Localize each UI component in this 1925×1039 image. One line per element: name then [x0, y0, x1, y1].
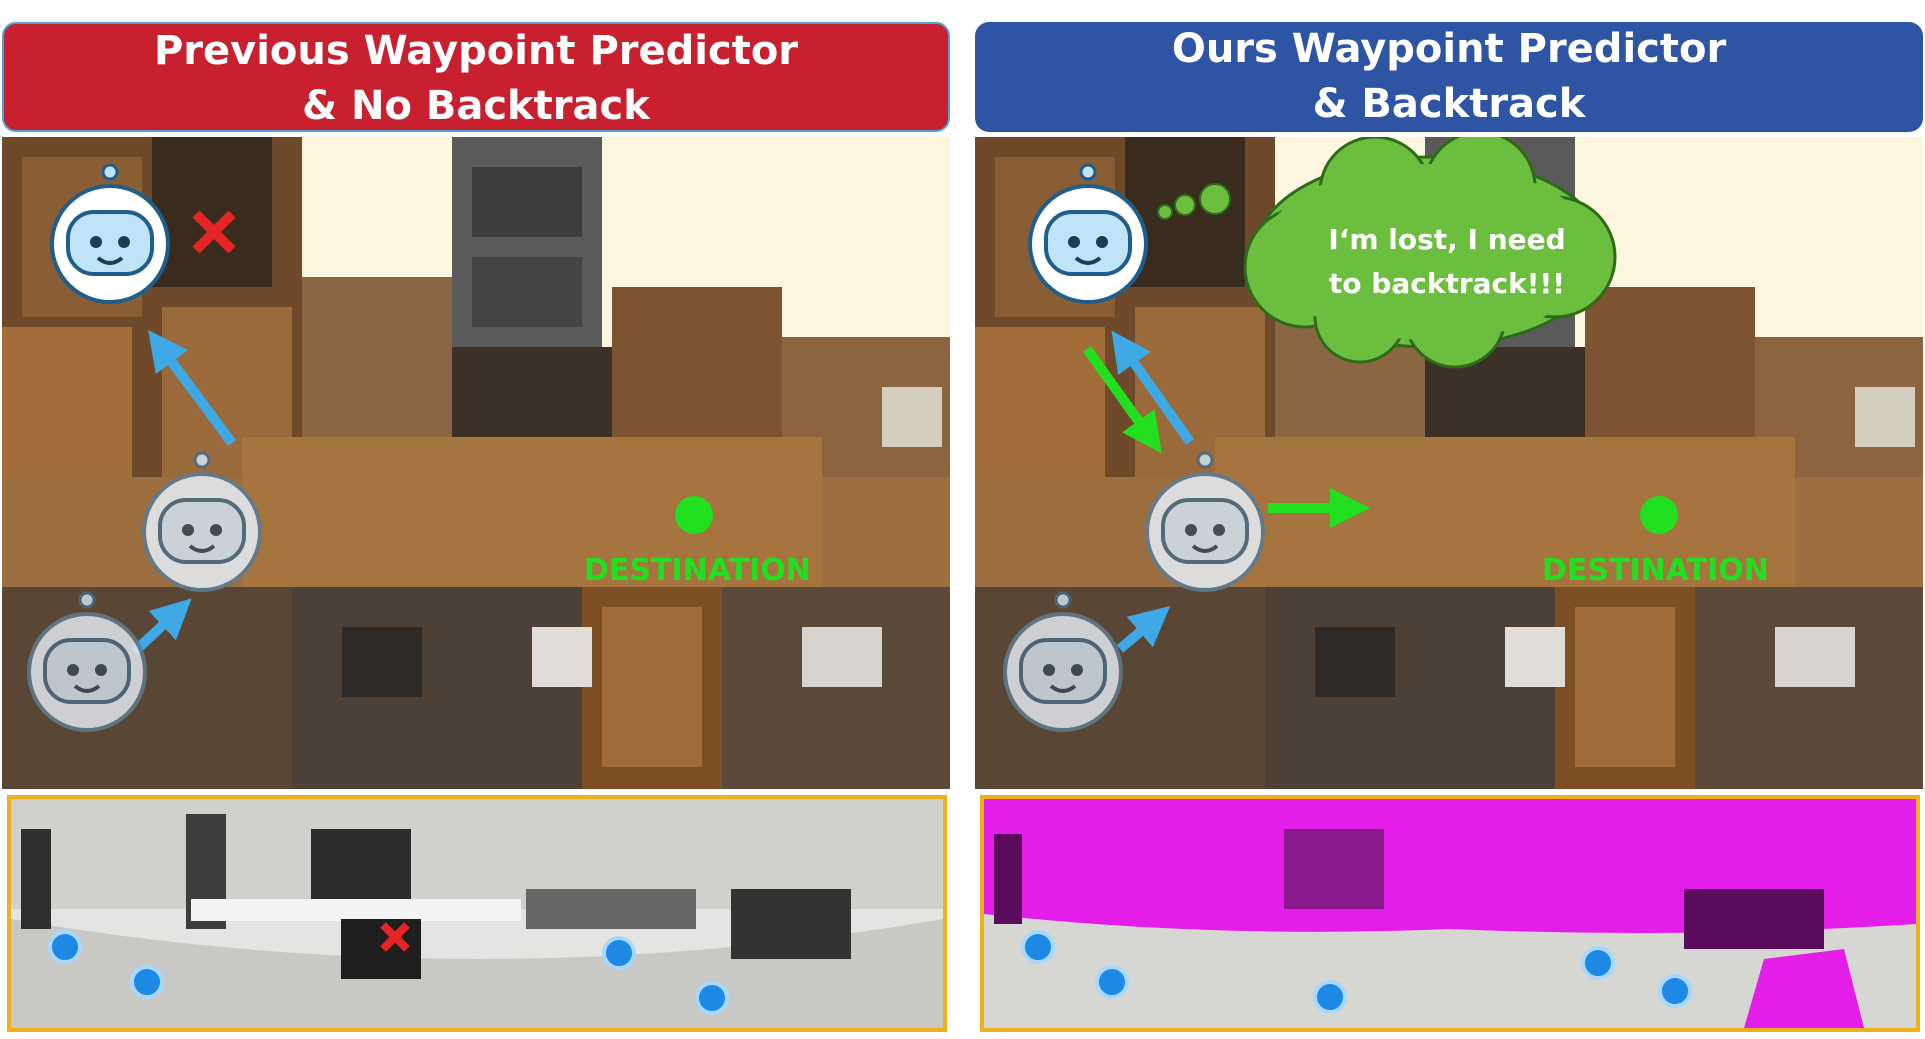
robot-avatar-icon — [27, 591, 147, 732]
forward-arrow-1 — [1116, 605, 1171, 653]
right-panorama-segmentation-view — [980, 795, 1920, 1032]
robot-avatar-icon — [142, 451, 262, 592]
destination-label: DESTINATION — [1542, 553, 1769, 588]
right-panel-title-line2: & Backtrack — [1312, 81, 1586, 127]
forward-arrow-2 — [148, 329, 237, 446]
waypoint-dot — [130, 965, 164, 999]
destination-label: DESTINATION — [584, 553, 811, 588]
waypoint-dot — [695, 981, 729, 1015]
thought-bubble-small — [1157, 204, 1173, 220]
waypoint-dot — [1021, 930, 1055, 964]
thought-text: I‘m lost, I need to backtrack!!! — [1277, 218, 1617, 306]
red-x-icon — [192, 210, 236, 254]
left-floorplan-map — [2, 137, 950, 789]
robot-avatar-icon — [1145, 451, 1265, 592]
right-panel-title-line1: Ours Waypoint Predictor — [1171, 26, 1727, 72]
forward-arrow-1 — [130, 598, 192, 656]
waypoint-dot — [1581, 946, 1615, 980]
waypoint-dot — [1658, 974, 1692, 1008]
robot-avatar-icon — [50, 163, 170, 304]
thought-cloud — [1243, 137, 1617, 369]
waypoint-dot — [602, 936, 636, 970]
right-floorplan-map — [975, 137, 1923, 789]
left-panel: Previous Waypoint Predictor & No Backtra… — [2, 0, 952, 1039]
thought-bubble-small — [1174, 194, 1196, 216]
backtrack-arrow — [1082, 346, 1162, 454]
destination-marker — [675, 496, 713, 534]
left-panel-title-line1: Previous Waypoint Predictor — [153, 28, 799, 74]
robot-avatar-icon — [1028, 163, 1148, 304]
destination-marker — [1640, 496, 1678, 534]
forward-arrow-2 — [1111, 330, 1195, 445]
left-panel-header: Previous Waypoint Predictor & No Backtra… — [2, 22, 950, 132]
right-panel-header: Ours Waypoint Predictor & Backtrack — [975, 22, 1923, 132]
red-x-icon — [380, 922, 410, 952]
robot-avatar-icon — [1003, 591, 1123, 732]
waypoint-dot — [1095, 965, 1129, 999]
floorplan — [2, 137, 950, 789]
thought-line2: to backtrack!!! — [1328, 267, 1566, 300]
left-panel-title-line2: & No Backtrack — [302, 83, 650, 129]
right-panel: Ours Waypoint Predictor & Backtrack — [975, 0, 1925, 1039]
waypoint-dot — [48, 930, 82, 964]
thought-bubble-small — [1199, 183, 1231, 215]
thought-line1: I‘m lost, I need — [1328, 223, 1566, 256]
waypoint-dot — [1313, 980, 1347, 1014]
left-panorama-view — [7, 795, 947, 1032]
